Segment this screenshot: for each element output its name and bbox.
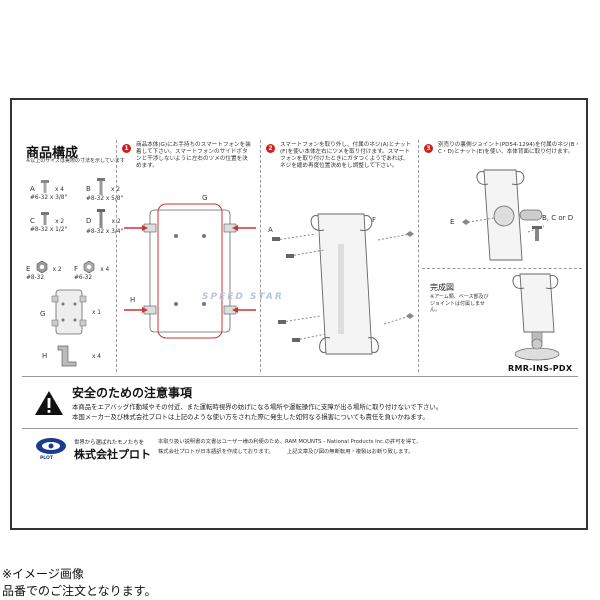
step1-diagram <box>124 203 256 339</box>
screw-icon <box>40 179 49 193</box>
step-text: 別売りの裏側ジョイント(PD54-1294)を付属のネジ(B・C・D)とナット(… <box>438 142 581 155</box>
copyright-line: 株式会社プロトが日本語訳を作成しております。 上記文章及び図の無断転用・複製はお… <box>158 449 414 455</box>
holder-body-icon <box>51 289 87 335</box>
complete-note: ※アーム類、ベース部及びジョイントは付属しません。 <box>430 294 489 313</box>
part-size: #8-32 x 5/8" <box>86 195 124 202</box>
part-letter: E <box>26 265 31 273</box>
complete-diagram <box>512 273 560 361</box>
divider <box>116 140 117 372</box>
part-letter: F <box>74 265 79 273</box>
part-b: B x 2 #8-32 x 5/8" <box>86 176 146 202</box>
part-qty: x 2 <box>111 187 120 193</box>
step-badge: 3 <box>424 144 433 153</box>
part-e: E x 2 #8-32 <box>26 256 86 281</box>
step-label: A <box>268 226 273 234</box>
nut-icon <box>36 260 47 273</box>
part-letter: A <box>30 185 35 193</box>
part-size: #8-32 <box>26 275 45 281</box>
nut-icon <box>83 260 95 273</box>
divider <box>260 140 261 372</box>
step-badge: 2 <box>266 144 275 153</box>
screw-icon <box>40 211 49 225</box>
screw-icon <box>532 226 542 241</box>
divider <box>418 140 419 372</box>
step2-diagram <box>272 213 414 355</box>
company-logo-icon <box>36 438 66 454</box>
step-label: F <box>372 216 377 224</box>
step-label: G <box>202 194 208 202</box>
step-label: H <box>130 296 136 304</box>
safety-line: 本国メーカー及び株式会社プロトは上記のような使い方をされた際に発生した如何なる損… <box>72 413 429 421</box>
parts-note: ※以上のサイズは実際の寸法を示しています <box>26 158 125 164</box>
part-qty: x 1 <box>92 310 101 316</box>
screw-icon <box>97 208 106 228</box>
complete-title: 完成図 <box>430 283 454 292</box>
part-letter: G <box>40 310 46 318</box>
part-qty: x 2 <box>52 267 62 273</box>
part-size: #8-32 x 1/2" <box>30 227 68 233</box>
instruction-sheet: 商品構成 ※以上のサイズは実際の寸法を示しています A x 4 #6-32 x … <box>10 98 588 530</box>
part-qty: x 4 <box>100 267 110 273</box>
step-text: 商品本体(G)にお手持ちのスマートフォンを装着して下さい。スマートフォンのサイド… <box>136 142 251 169</box>
part-letter: D <box>86 217 92 225</box>
safety-title: 安全のための注意事項 <box>72 386 193 400</box>
company-slogan: 世界から選ばれたモノたちを <box>74 440 145 446</box>
company-name: 株式会社プロト <box>74 448 151 461</box>
footer-note-order: 品番でのご注文となります。 <box>2 584 157 598</box>
step-label: E <box>450 218 455 226</box>
part-letter: H <box>42 352 48 360</box>
part-size: #8-32 x 3/4" <box>86 228 124 235</box>
divider <box>22 376 578 377</box>
part-size: #6-32 <box>74 275 93 281</box>
part-letter: C <box>30 217 35 225</box>
step3-diagram <box>462 169 545 261</box>
step-label: B, C or D <box>542 214 574 222</box>
part-qty: x 4 <box>54 187 64 193</box>
parts-title: 商品構成 <box>26 146 79 161</box>
divider <box>422 268 582 269</box>
part-size: #6-32 x 3/8" <box>30 195 68 201</box>
divider <box>22 428 578 429</box>
part-qty: x 4 <box>92 354 101 360</box>
part-f: F x 4 #6-32 <box>74 256 134 281</box>
part-letter: B <box>86 185 91 193</box>
part-a: A x 4 #6-32 x 3/8" <box>30 176 90 201</box>
screw-icon <box>96 177 105 195</box>
step-text: スマートフォンを取り外し、付属のネジ(A)とナット(F)を使い本体左右にツメを取… <box>280 142 412 169</box>
watermark: SPEED STAR <box>202 292 284 302</box>
safety-line: 本商品をエアバッグ作動域やその付近、また運転時視界の妨げになる場所や運転操作に支… <box>72 403 443 411</box>
warning-icon <box>35 391 63 415</box>
claw-icon <box>57 345 77 367</box>
model-code: RMR-INS-PDX <box>508 364 573 373</box>
part-c: C x 2 #8-32 x 1/2" <box>30 208 90 233</box>
part-qty: x 2 <box>55 219 65 225</box>
footer-note-image: ※イメージ画像 <box>2 567 84 581</box>
step-badge: 1 <box>122 144 131 153</box>
copyright-line: 本取り扱い説明書の文書はユーザー様の利便のため、RAM MOUNTS - Nat… <box>158 439 422 445</box>
logo-text: PLOT <box>40 456 53 461</box>
